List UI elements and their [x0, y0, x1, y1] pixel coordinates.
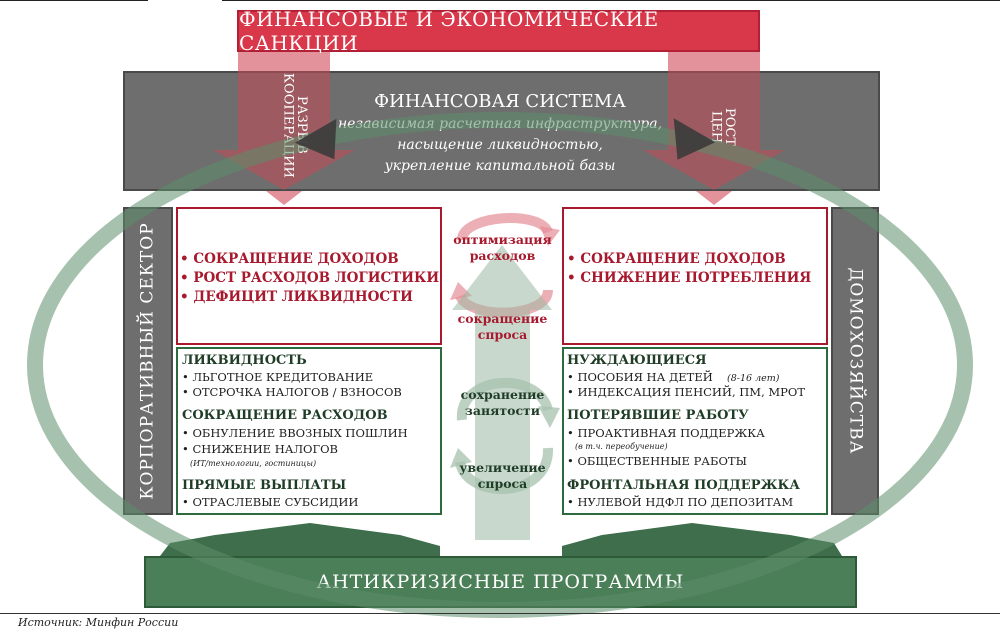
- corporate-measures-box: [176, 347, 442, 515]
- jobless-item-2: • ОБЩЕСТВЕННЫЕ РАБОТЫ: [567, 454, 747, 468]
- liquidity-heading: ЛИКВИДНОСТЬ: [182, 353, 307, 368]
- center-green-bottom-label: увеличение спроса: [459, 460, 546, 491]
- corporate-problems-box: [176, 207, 442, 345]
- costs-item-2: • СНИЖЕНИЕ НАЛОГОВ: [182, 442, 338, 456]
- financial-system-title: ФИНАНСОВАЯ СИСТЕМА: [374, 91, 626, 112]
- center-red-top-label: оптимизация расходов: [453, 232, 552, 263]
- center-red-bottom-label: сокращение спроса: [457, 311, 548, 342]
- sanctions-label: ФИНАНСОВЫЕ И ЭКОНОМИЧЕСКИЕ САНКЦИИ: [239, 7, 659, 55]
- anticrisis-label: АНТИКРИЗИСНЫЕ ПРОГРАММЫ: [316, 571, 685, 593]
- household-problems-box: [562, 207, 828, 345]
- jobless-note: (в т.ч. переобучение): [575, 442, 668, 451]
- right-arrow-label: РОСТ ЦЕН: [708, 107, 737, 147]
- costs-item-1: • ОБНУЛЕНИЕ ВВОЗНЫХ ПОШЛИН: [182, 426, 408, 440]
- direct-payments-item-1: • ОТРАСЛЕВЫЕ СУБСИДИИ: [182, 495, 359, 509]
- ellipse-arrow-left: [294, 118, 337, 160]
- left-up-arrow: [160, 523, 440, 556]
- household-problem-1: • СОКРАЩЕНИЕ ДОХОДОВ: [567, 251, 786, 267]
- liquidity-item-1: • ЛЬГОТНОЕ КРЕДИТОВАНИЕ: [182, 370, 374, 384]
- needy-item-1: • ПОСОБИЯ НА ДЕТЕЙ: [567, 370, 713, 384]
- households-box: [831, 207, 879, 515]
- jobless-item-1: • ПРОАКТИВНАЯ ПОДДЕРЖКА: [567, 426, 765, 440]
- sanctions-banner: ФИНАНСОВЫЕ И ЭКОНОМИЧЕСКИЕ САНКЦИИ: [237, 7, 760, 55]
- right-up-arrow: [562, 523, 842, 556]
- financial-system-line-3: укрепление капитальной базы: [384, 158, 616, 174]
- corporate-problem-1: • СОКРАЩЕНИЕ ДОХОДОВ: [180, 251, 399, 267]
- corporate-problem-3: • ДЕФИЦИТ ЛИКВИДНОСТИ: [180, 289, 413, 305]
- frontal-support-item: • НУЛЕВОЙ НДФЛ ПО ДЕПОЗИТАМ: [567, 495, 794, 509]
- center-green-top-label: сохранение занятости: [460, 387, 545, 418]
- frontal-support-heading: ФРОНТАЛЬНАЯ ПОДДЕРЖКА: [567, 478, 800, 493]
- corporate-problem-2: • РОСТ РАСХОДОВ ЛОГИСТИКИ: [180, 270, 440, 286]
- liquidity-item-2: • ОТСРОЧКА НАЛОГОВ / ВЗНОСОВ: [182, 385, 402, 399]
- bottom-rule: [0, 613, 1000, 614]
- ellipse-arrow-right: [673, 118, 716, 160]
- top-rule: [0, 0, 1000, 3]
- financial-system-line-2: насыщение ликвидностью,: [397, 137, 603, 153]
- costs-heading: СОКРАЩЕНИЕ РАСХОДОВ: [182, 408, 388, 423]
- needy-heading: НУЖДАЮЩИЕСЯ: [567, 353, 707, 368]
- needy-item-1-note: (8-16 лет): [727, 373, 780, 384]
- costs-note: (ИТ/технологии, гостиницы): [190, 459, 317, 468]
- household-measures-box: [562, 347, 828, 515]
- jobless-heading: ПОТЕРЯВШИЕ РАБОТУ: [567, 408, 749, 423]
- direct-payments-heading: ПРЯМЫЕ ВЫПЛАТЫ: [182, 478, 347, 493]
- household-problem-2: • СНИЖЕНИЕ ПОТРЕБЛЕНИЯ: [567, 270, 812, 286]
- corporate-sector-box: [123, 207, 173, 515]
- needy-item-2: • ИНДЕКСАЦИЯ ПЕНСИЙ, ПМ, МРОТ: [567, 385, 805, 399]
- source-note: Источник: Минфин России: [18, 616, 179, 629]
